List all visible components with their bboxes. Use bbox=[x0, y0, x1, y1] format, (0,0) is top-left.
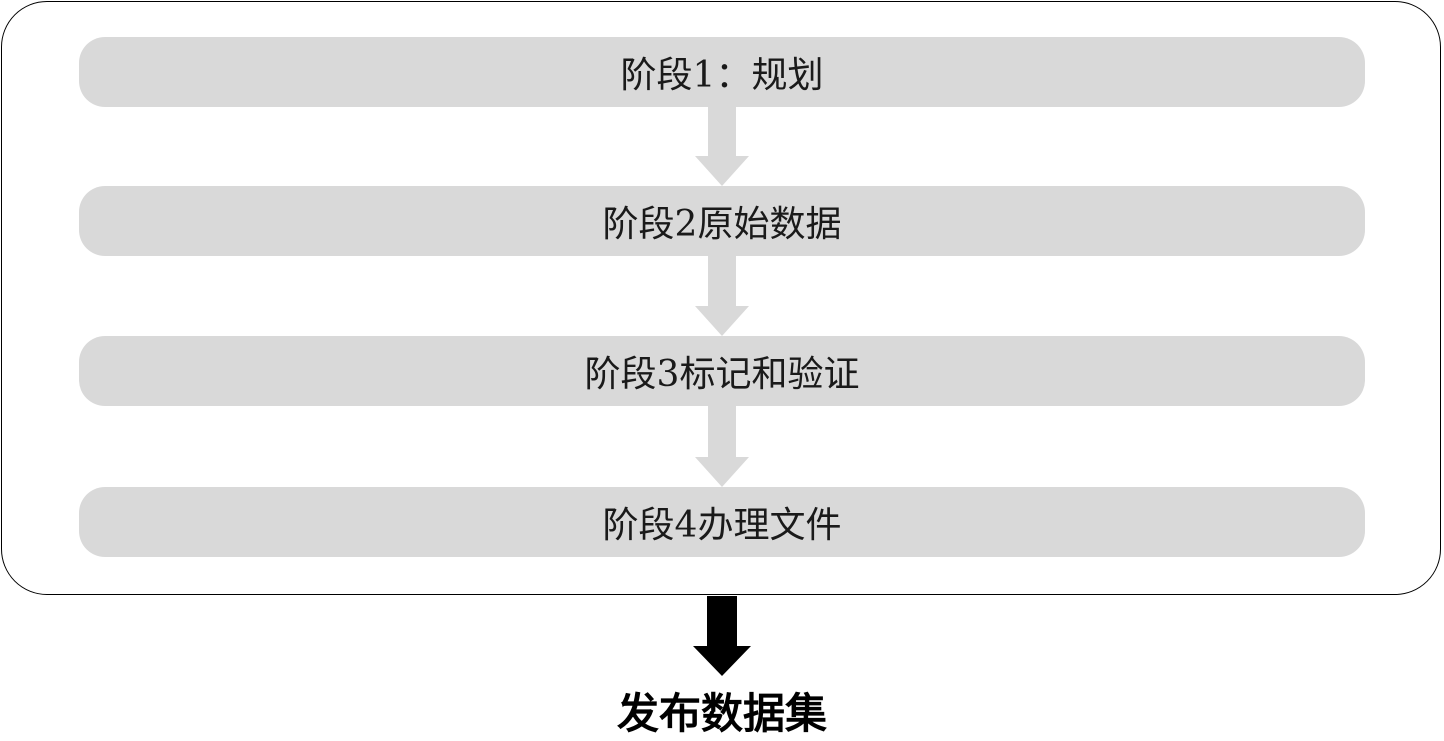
stage-4-label: 阶段4办理文件 bbox=[602, 505, 842, 546]
stage-2-box: 阶段2原始数据 bbox=[79, 186, 1365, 256]
connector-arrow-3 bbox=[695, 406, 749, 487]
output-arrow bbox=[693, 596, 751, 676]
connector-arrow-2 bbox=[695, 256, 749, 336]
stage-2-label: 阶段2原始数据 bbox=[602, 204, 842, 245]
stage-3-label: 阶段3标记和验证 bbox=[584, 354, 860, 395]
output-label: 发布数据集 bbox=[616, 689, 827, 738]
stage-1-box: 阶段1：规划 bbox=[79, 37, 1365, 107]
connector-arrow-1 bbox=[695, 107, 749, 186]
stage-1-label: 阶段1：规划 bbox=[620, 55, 824, 96]
stage-4-box: 阶段4办理文件 bbox=[79, 487, 1365, 557]
stage-3-box: 阶段3标记和验证 bbox=[79, 336, 1365, 406]
